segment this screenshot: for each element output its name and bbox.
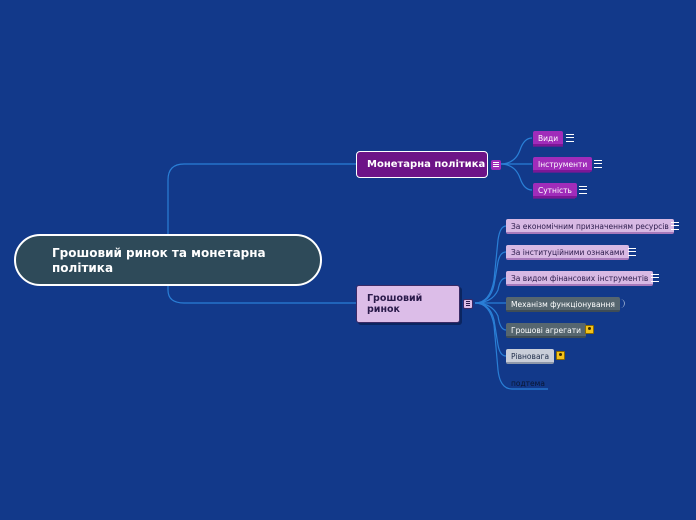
- subtopic-types[interactable]: Види: [533, 131, 564, 146]
- root-topic-label: Грошовий ринок та монетарна політика: [52, 246, 266, 275]
- subtopic-by-financial-instrument[interactable]: За видом фінансових інструментів: [506, 271, 654, 286]
- subtopic-label: За економічним призначенням ресурсів: [511, 222, 669, 231]
- subtopic-label: Механізм функціонування: [511, 300, 615, 309]
- user-icon[interactable]: [556, 351, 565, 360]
- notes-icon[interactable]: [579, 186, 587, 194]
- subtopic-instruments-label: Інструменти: [538, 160, 588, 169]
- subtopic-placeholder[interactable]: подтема: [506, 376, 550, 391]
- subtopic-label: Рівновага: [511, 352, 550, 361]
- subtopic-label: За інституційними ознаками: [511, 248, 625, 257]
- root-topic[interactable]: Грошовий ринок та монетарна політика: [14, 234, 322, 286]
- subtopic-essence-label: Сутність: [538, 186, 572, 195]
- user-icon[interactable]: [585, 325, 594, 334]
- subtopic-label: подтема: [511, 379, 545, 388]
- subtopic-essence[interactable]: Сутність: [533, 183, 577, 198]
- subtopic-label: Грошові агрегати: [511, 326, 581, 335]
- subtopic-by-economic-purpose[interactable]: За економічним призначенням ресурсів: [506, 219, 674, 234]
- notes-icon[interactable]: [671, 222, 679, 230]
- notes-icon[interactable]: [628, 248, 636, 256]
- notes-icon[interactable]: [651, 274, 659, 282]
- topic-money-market-label: Грошовий ринок: [367, 293, 423, 315]
- topic-money-market[interactable]: Грошовий ринок: [356, 285, 460, 323]
- collapse-money-market-button[interactable]: [463, 299, 473, 309]
- topic-monetary-policy[interactable]: Монетарна політика: [356, 151, 488, 178]
- subtopic-by-institutional-features[interactable]: За інституційними ознаками: [506, 245, 630, 260]
- topic-monetary-policy-label: Монетарна політика: [367, 159, 486, 170]
- collapse-monetary-button[interactable]: [491, 160, 501, 170]
- notes-icon[interactable]: [566, 134, 574, 142]
- notes-icon[interactable]: [594, 160, 602, 168]
- link-icon[interactable]: [620, 299, 625, 308]
- subtopic-label: За видом фінансових інструментів: [511, 274, 649, 283]
- subtopic-mechanism[interactable]: Механізм функціонування: [506, 297, 620, 312]
- subtopic-monetary-aggregates[interactable]: Грошові агрегати: [506, 323, 586, 338]
- subtopic-instruments[interactable]: Інструменти: [533, 157, 593, 172]
- subtopic-equilibrium[interactable]: Рівновага: [506, 349, 555, 364]
- subtopic-types-label: Види: [538, 134, 559, 143]
